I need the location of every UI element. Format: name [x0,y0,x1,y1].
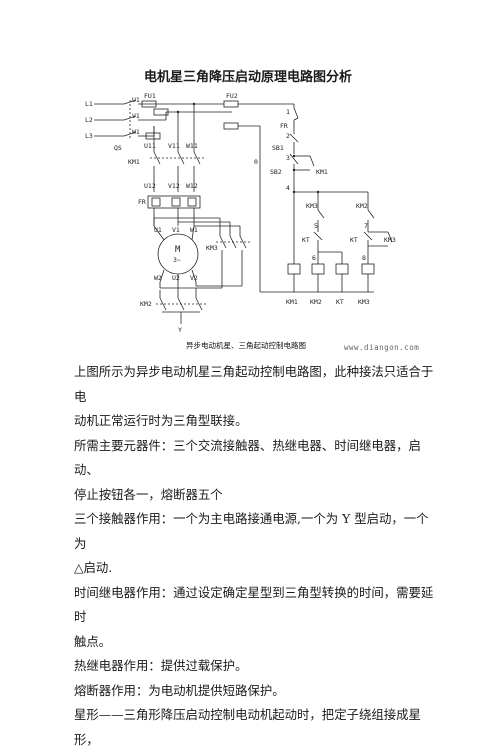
label-n2: 2 [286,132,290,140]
label-y: Y [178,326,182,334]
label-motor-sub: 3~ [173,256,181,264]
label-n4: 4 [286,184,290,192]
label-km3-c1: KM3 [306,202,318,210]
label-fu1: FU1 [144,92,156,100]
label-sb1: SB1 [272,144,284,152]
label-motor-w1: W1 [190,226,198,234]
watermark: www.diangon.com [344,343,420,352]
label-v12: V12 [168,182,180,190]
label-motor-v1: V1 [172,226,180,234]
label-motor: M [175,245,181,255]
paragraph-line: 所需主要元器件：三个交流接触器、热继电器、时间继电器，启动、 [74,437,421,478]
label-fr-main: FR [138,198,146,206]
paragraph-line: 热继电器作用：提供过载保护。 [74,658,248,673]
label-n5: 5 [314,222,318,230]
paragraph-line: 星形——三角形降压启动控制电动机起动时，把定子绕组接成星形， [74,707,421,747]
label-qs: QS [114,144,122,152]
label-w11: W11 [186,142,198,150]
label-motor-u1: U1 [154,226,162,234]
paragraph-line: 停止按钮各一，熔断器五个 [74,486,223,502]
label-u12: U12 [144,182,156,190]
label-km1-ctrl: KM1 [316,168,328,176]
label-u11: U11 [144,142,156,150]
label-v1: V1 [132,112,140,120]
label-n8: 8 [362,254,366,262]
body-text: 上图所示为异步电动机星三角起动控制电路图，此种接法只适合于电 动机正常运行时为三… [74,360,434,752]
label-l3: L3 [85,132,93,140]
paragraph-line: 熔断器作用：为电动机提供短路保护。 [74,682,285,698]
label-km2-c1: KM2 [356,202,368,210]
label-kt2: KT [350,236,358,244]
label-coil-km3: KM3 [358,298,370,306]
diagram-caption: 异步电动机星、三角起动控制电路图 [186,341,306,350]
paragraph-line: △启动. [74,560,113,575]
paragraph-line: 上图所示为异步电动机星三角起动控制电路图，此种接法只适合于电 [74,364,434,404]
label-km2-main: KM2 [140,300,152,308]
label-sb2: SB2 [270,168,282,176]
paragraph-line: 动机正常运行时为三角型联接。 [74,413,248,428]
star-delta-circuit-diagram: L1 L2 L3 QS U1 V1 W1 FU1 FU2 U11 V11 W11… [85,92,396,334]
label-km3-c2: KM3 [384,236,396,244]
label-v2: V2 [190,274,198,282]
label-fu2: FU2 [226,92,238,100]
label-n1: 1 [286,108,290,116]
label-u2: U2 [172,274,180,282]
label-coil-kt: KT [336,298,344,306]
label-km1-main: KM1 [128,158,140,166]
label-w1: W1 [132,128,140,136]
label-w2: W2 [154,274,162,282]
label-kt1: KT [302,236,310,244]
paragraph-line: 时间继电器作用：通过设定确定星型到三角型转换的时间，需要延时 [74,584,434,625]
document-title: 电机星三角降压启动原理电路图分析 [143,70,352,85]
paragraph-line: 触点。 [74,633,112,649]
label-w12: W12 [186,182,198,190]
label-u1: U1 [132,96,140,104]
label-v11: V11 [168,142,180,150]
label-coil-km2: KM2 [310,298,322,306]
label-km3-main: KM3 [206,244,218,252]
label-n6: 6 [312,254,316,262]
label-coil-km1: KM1 [286,298,298,306]
label-n7: 7 [364,222,368,230]
label-l2: L2 [85,116,93,124]
label-node0: 0 [254,158,258,166]
label-n3: 3 [286,154,290,162]
label-fr-ctrl: FR [280,122,288,130]
paragraph-line: 三个接触器作用：一个为主电路接通电源,一个为 Y 型启动，一个为 [74,511,429,551]
label-l1: L1 [85,100,93,108]
